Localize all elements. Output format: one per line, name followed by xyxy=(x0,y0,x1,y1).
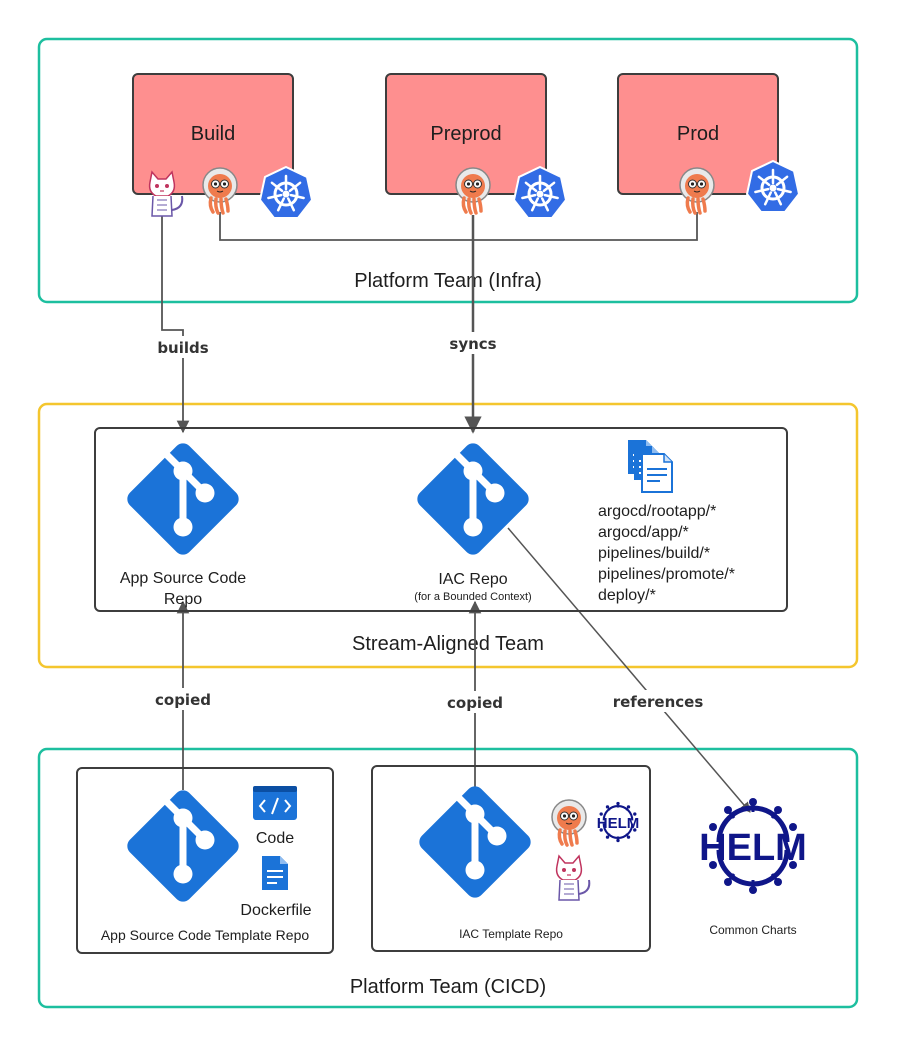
copied-app-edge-label: copied xyxy=(155,691,211,709)
platform-infra-title: Platform Team (Infra) xyxy=(354,270,541,292)
platform-cicd-group xyxy=(37,747,859,1009)
iac-path-item: argocd/rootapp/* xyxy=(598,503,716,520)
argo-sync-bus xyxy=(219,212,698,241)
argo-icon xyxy=(454,166,492,215)
code-icon xyxy=(253,786,297,820)
env-build[interactable]: Build xyxy=(132,73,294,195)
iac-template-box[interactable] xyxy=(371,765,651,952)
common-charts-label: Common Charts xyxy=(709,923,796,937)
tekton-cat-icon xyxy=(555,855,591,901)
git-icon xyxy=(124,787,243,906)
references-edge-label: references xyxy=(613,693,704,711)
git-icon[interactable] xyxy=(414,440,533,559)
code-label: Code xyxy=(256,830,294,847)
env-build-label: Build xyxy=(191,123,235,145)
kubernetes-icon xyxy=(258,165,314,220)
iac-paths-list: argocd/rootapp/* argocd/app/* pipelines/… xyxy=(598,503,735,604)
app-repo-label: App Source Code xyxy=(120,570,246,587)
iac-repo-label: IAC Repo xyxy=(438,571,507,588)
argo-icon xyxy=(550,798,588,847)
stream-repos-box xyxy=(94,427,788,612)
references-connector xyxy=(507,527,751,813)
stream-aligned-title: Stream-Aligned Team xyxy=(352,633,544,655)
kubernetes-icon xyxy=(745,159,801,214)
app-template-label: App Source Code Template Repo xyxy=(101,927,310,943)
git-icon[interactable] xyxy=(124,440,243,559)
iac-path-item: pipelines/build/* xyxy=(598,545,710,562)
builds-edge-label: builds xyxy=(157,339,208,357)
dockerfile-label: Dockerfile xyxy=(240,902,311,919)
iac-template-label: IAC Template Repo xyxy=(459,927,563,941)
env-prod-label: Prod xyxy=(677,123,719,145)
iac-path-item: deploy/* xyxy=(598,587,656,604)
svg-text:HELM: HELM xyxy=(597,815,640,832)
svg-text:HELM: HELM xyxy=(699,827,807,869)
argo-icon xyxy=(201,166,239,215)
syncs-edge-label: syncs xyxy=(449,335,496,353)
git-icon xyxy=(416,783,535,902)
common-charts-helm[interactable]: HELM xyxy=(699,798,807,894)
iac-repo-sublabel: (for a Bounded Context) xyxy=(414,591,531,603)
argo-icon xyxy=(678,166,716,215)
stream-aligned-group xyxy=(37,402,859,669)
platform-infra-group xyxy=(37,37,859,304)
env-preprod-label: Preprod xyxy=(430,123,501,145)
env-preprod[interactable]: Preprod xyxy=(385,73,547,195)
platform-cicd-title: Platform Team (CICD) xyxy=(350,976,546,998)
dockerfile-icon xyxy=(261,855,289,891)
app-template-box[interactable] xyxy=(76,767,334,954)
helm-small-icon: HELM xyxy=(597,800,640,844)
iac-path-item: pipelines/promote/* xyxy=(598,566,735,583)
kubernetes-icon xyxy=(512,165,568,220)
builds-connector xyxy=(161,215,190,434)
documents-icon xyxy=(627,439,673,493)
copied-iac-edge-label: copied xyxy=(447,694,503,712)
iac-path-item: argocd/app/* xyxy=(598,524,689,541)
app-repo-label-line2: Repo xyxy=(164,591,202,608)
